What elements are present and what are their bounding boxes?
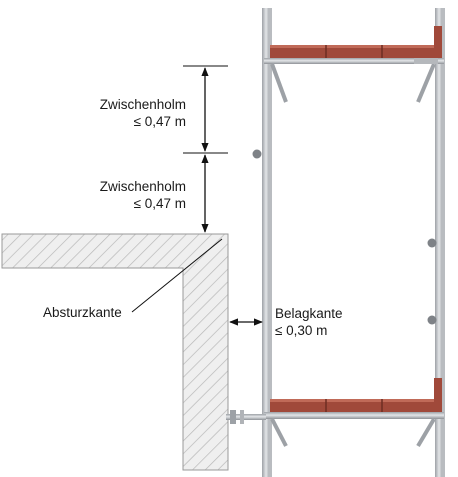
deck-edge-title: Belagkante [275,306,343,321]
building-wall [1,233,229,471]
upper-rail-dimension [183,65,228,154]
upper-rail-label: Zwischenholm ≤ 0,47 m [70,96,186,130]
fall-edge-label: Absturzkante [43,305,122,320]
upper-rail-value: ≤ 0,47 m [133,114,186,129]
lower-rail-label: Zwischenholm ≤ 0,47 m [70,178,186,212]
deck-edge-value: ≤ 0,30 m [275,323,328,338]
lower-rail-title: Zwischenholm [99,179,186,194]
lower-rail-value: ≤ 0,47 m [133,196,186,211]
upper-rail-title: Zwischenholm [99,97,186,112]
bottom-deck [270,378,442,412]
deck-edge-label: Belagkante ≤ 0,30 m [275,305,343,339]
fall-edge-leader [131,238,223,313]
scaffold-frame [226,8,445,477]
top-deck [270,26,442,58]
